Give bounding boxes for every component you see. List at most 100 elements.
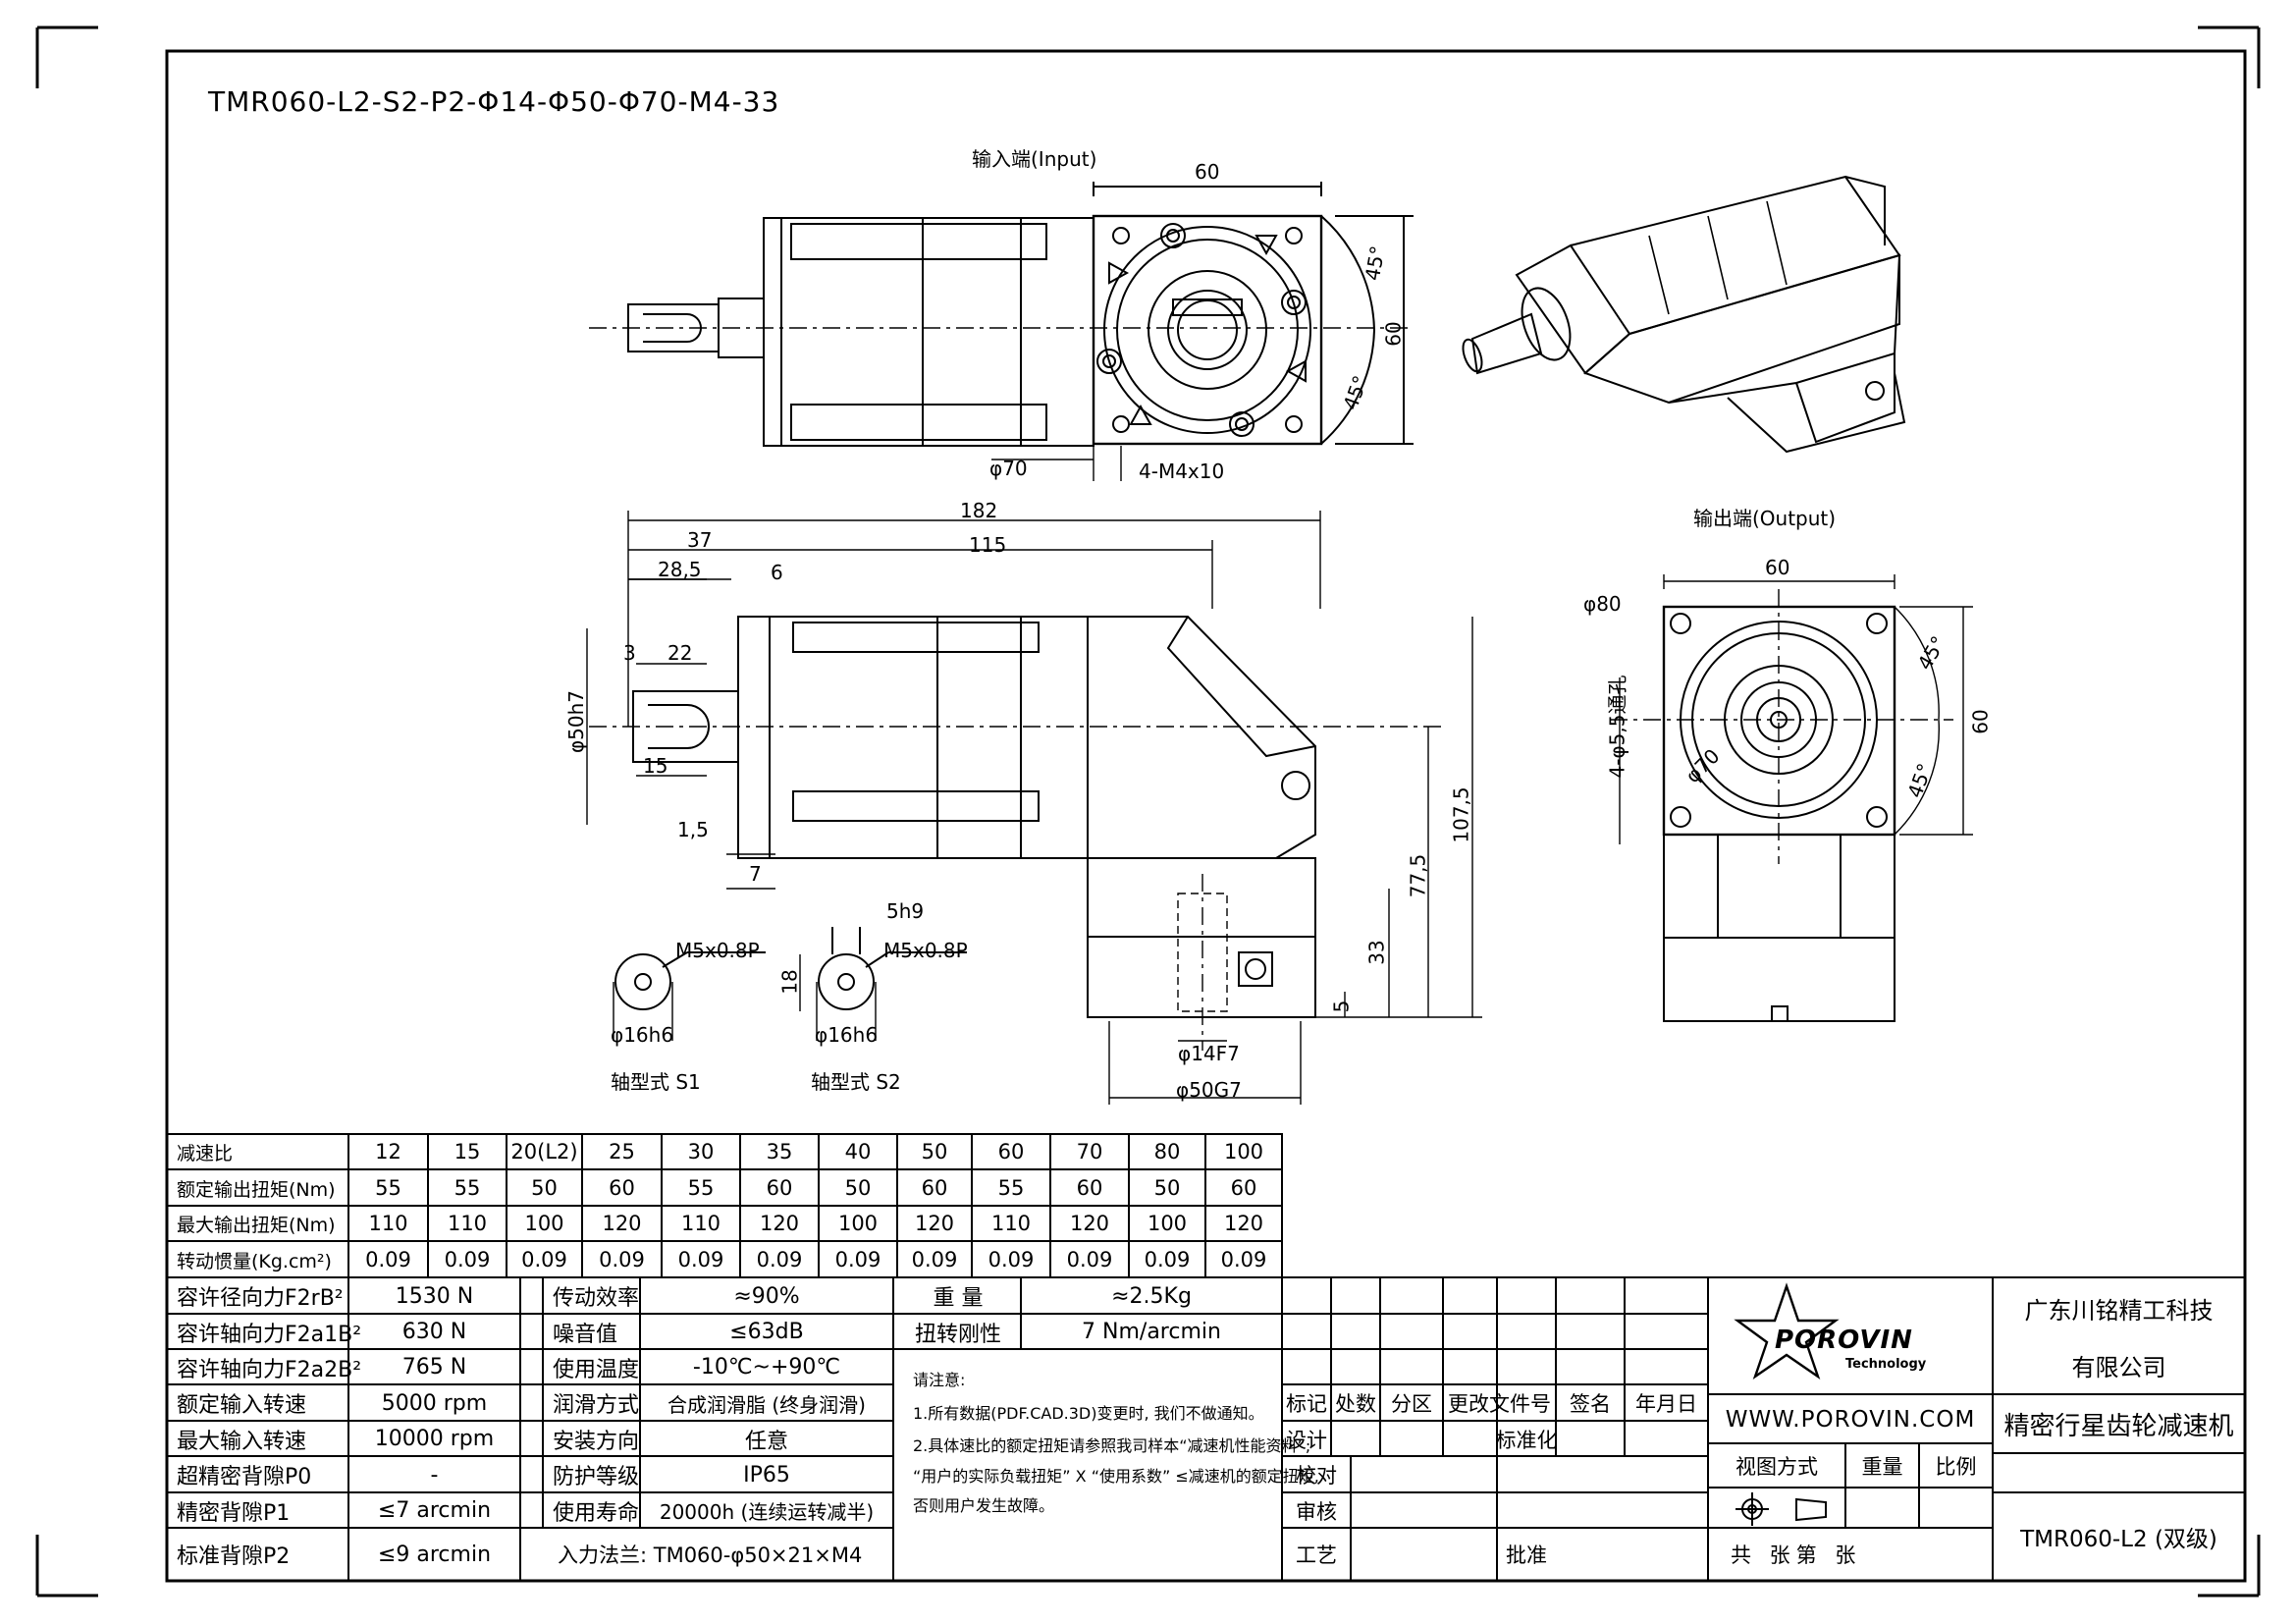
website: WWW.POROVIN.COM bbox=[1725, 1406, 1976, 1433]
weight-cell-label: 重量 bbox=[1861, 1455, 1903, 1479]
ratio-cell: 20(L2) bbox=[510, 1140, 578, 1164]
spec-c2-label-3: 润滑方式 bbox=[553, 1393, 640, 1418]
dim-top-60: 60 bbox=[1195, 160, 1220, 184]
stiffness-value: 7 Nm/arcmin bbox=[1082, 1320, 1221, 1344]
model-number: TMR060-L2 (双级) bbox=[2020, 1527, 2217, 1552]
ratio-cell: 30 bbox=[687, 1140, 715, 1164]
ratio-cell: 60 bbox=[997, 1140, 1025, 1164]
spec-c2-label-2: 使用温度 bbox=[553, 1357, 640, 1382]
ratio-cell: 120 bbox=[759, 1212, 800, 1235]
company-line-2: 有限公司 bbox=[2071, 1353, 2166, 1381]
flange-spec: 入力法兰: TM060-φ50×21×M4 bbox=[558, 1543, 863, 1567]
ratio-cell: 35 bbox=[766, 1140, 793, 1164]
dim-33: 33 bbox=[1364, 940, 1389, 965]
dim-7: 7 bbox=[749, 862, 762, 886]
role-review: 审核 bbox=[1296, 1499, 1337, 1524]
spec-c1-value-4: 10000 rpm bbox=[374, 1427, 495, 1451]
dim-top-45a: 45° bbox=[1360, 244, 1390, 283]
dim-phi16-s1: φ16h6 bbox=[611, 1023, 674, 1047]
dim-1-5: 1,5 bbox=[677, 818, 709, 841]
spec-c1-label-1: 容许轴向力F2a1B² bbox=[177, 1322, 362, 1347]
shaft-sections bbox=[613, 927, 967, 1041]
ratio-row-label-3: 转动惯量(Kg.cm²) bbox=[177, 1250, 332, 1272]
view-method-label: 视图方式 bbox=[1735, 1455, 1818, 1479]
ratio-row-label-2: 最大输出扭矩(Nm) bbox=[177, 1215, 336, 1236]
spec-c2-value-4: 任意 bbox=[744, 1429, 788, 1454]
ratio-row-label-0: 减速比 bbox=[177, 1143, 234, 1164]
ratio-cell: 12 bbox=[375, 1140, 401, 1164]
output-view bbox=[1610, 574, 1973, 1022]
drawing-title: TMR060-L2-S2-P2-Φ14-Φ50-Φ70-M4-33 bbox=[208, 85, 780, 118]
ratio-cell: 0.09 bbox=[1066, 1247, 1113, 1272]
spec-c1-label-0: 容许径向力F2rB² bbox=[177, 1286, 344, 1311]
dim-5h9: 5h9 bbox=[886, 899, 925, 923]
dim-out-side-60: 60 bbox=[1968, 709, 1993, 734]
logo-mark bbox=[1734, 1282, 1840, 1380]
rev-header-2: 分区 bbox=[1391, 1392, 1432, 1416]
ratio-cell: 60 bbox=[609, 1175, 635, 1200]
ratio-cell: 50 bbox=[844, 1175, 872, 1200]
dim-phi14f7: φ14F7 bbox=[1178, 1042, 1240, 1065]
dim-top-side-60: 60 bbox=[1381, 321, 1406, 347]
weight-value: ≈2.5Kg bbox=[1111, 1283, 1192, 1309]
ratio-cell: 100 bbox=[524, 1212, 564, 1235]
input-view-label: 输入端(Input) bbox=[972, 147, 1097, 171]
dim-phi50g7: φ50G7 bbox=[1176, 1078, 1242, 1102]
ratio-cell: 50 bbox=[531, 1175, 558, 1200]
spec-c1-label-7: 标准背隙P2 bbox=[177, 1544, 291, 1569]
brand-logo-text: POROVIN bbox=[1775, 1326, 1913, 1355]
ratio-cell: 0.09 bbox=[365, 1247, 411, 1272]
note-0: 请注意: bbox=[913, 1371, 966, 1389]
ratio-cell: 120 bbox=[602, 1212, 642, 1235]
ratio-cell: 110 bbox=[447, 1212, 488, 1235]
spec-c2-label-4: 安装方向 bbox=[553, 1429, 640, 1454]
dim-phi80: φ80 bbox=[1583, 592, 1622, 616]
rev-header-0: 标记 bbox=[1286, 1392, 1327, 1416]
front-view bbox=[586, 511, 1482, 1105]
note-2: 2.具体速比的额定扭矩请参照我司样本“减速机性能资料”; bbox=[913, 1436, 1311, 1455]
dim-phi50h7: φ50h7 bbox=[564, 689, 589, 754]
ratio-cell: 25 bbox=[609, 1140, 635, 1164]
dim-115: 115 bbox=[969, 533, 1007, 557]
spec-c2-value-1: ≤63dB bbox=[729, 1320, 804, 1344]
dim-77-5: 77,5 bbox=[1406, 853, 1430, 898]
ratio-cell: 50 bbox=[921, 1140, 948, 1164]
ratio-cell: 55 bbox=[375, 1175, 401, 1200]
ratio-cell: 0.09 bbox=[911, 1247, 958, 1272]
dim-holes: 4-φ5,5通孔 bbox=[1605, 675, 1629, 779]
projection-symbol bbox=[1735, 1492, 1827, 1526]
dim-out-60: 60 bbox=[1765, 556, 1790, 579]
ratio-cell: 120 bbox=[1223, 1212, 1264, 1235]
spec-c2-value-3: 合成润滑脂 (终身润滑) bbox=[667, 1392, 866, 1417]
note-4: 否则用户发生故障。 bbox=[913, 1496, 1055, 1515]
rev-header-5: 年月日 bbox=[1635, 1392, 1697, 1416]
spec-c2-value-0: ≈90% bbox=[733, 1283, 800, 1309]
dim-37: 37 bbox=[687, 528, 713, 552]
ratio-cell: 0.09 bbox=[1220, 1247, 1267, 1272]
ratio-cell: 70 bbox=[1076, 1140, 1103, 1164]
spec-c2-value-2: -10℃~+90℃ bbox=[692, 1355, 841, 1380]
ratio-cell: 55 bbox=[997, 1175, 1025, 1200]
spec-c1-label-6: 精密背隙P1 bbox=[177, 1500, 291, 1526]
ratio-cell: 120 bbox=[1069, 1212, 1110, 1235]
ratio-cell: 0.09 bbox=[521, 1247, 567, 1272]
ratio-cell: 0.09 bbox=[834, 1247, 881, 1272]
ratio-cell: 0.09 bbox=[988, 1247, 1035, 1272]
approve-label: 批准 bbox=[1506, 1543, 1547, 1567]
role-process: 工艺 bbox=[1296, 1543, 1337, 1567]
ratio-cell: 0.09 bbox=[444, 1247, 491, 1272]
ratio-cell: 0.09 bbox=[677, 1247, 724, 1272]
dim-107-5: 107,5 bbox=[1449, 786, 1473, 843]
dim-m5-s1: M5x0.8P bbox=[675, 939, 760, 962]
spec-c1-value-5: - bbox=[430, 1462, 439, 1488]
ratio-cell: 55 bbox=[687, 1175, 715, 1200]
rev-header-1: 处数 bbox=[1335, 1392, 1376, 1416]
brand-sub: Technology bbox=[1845, 1357, 1927, 1372]
dim-5: 5 bbox=[1329, 1000, 1354, 1013]
sheets-label: 共 张第 张 bbox=[1731, 1543, 1862, 1567]
spec-c2-label-1: 噪音值 bbox=[553, 1322, 618, 1347]
spec-c1-label-2: 容许轴向力F2a2B² bbox=[177, 1357, 362, 1382]
spec-c1-value-0: 1530 N bbox=[395, 1283, 474, 1309]
dim-phi70: φ70 bbox=[989, 457, 1028, 480]
company-line-1: 广东川铭精工科技 bbox=[2024, 1296, 2214, 1325]
